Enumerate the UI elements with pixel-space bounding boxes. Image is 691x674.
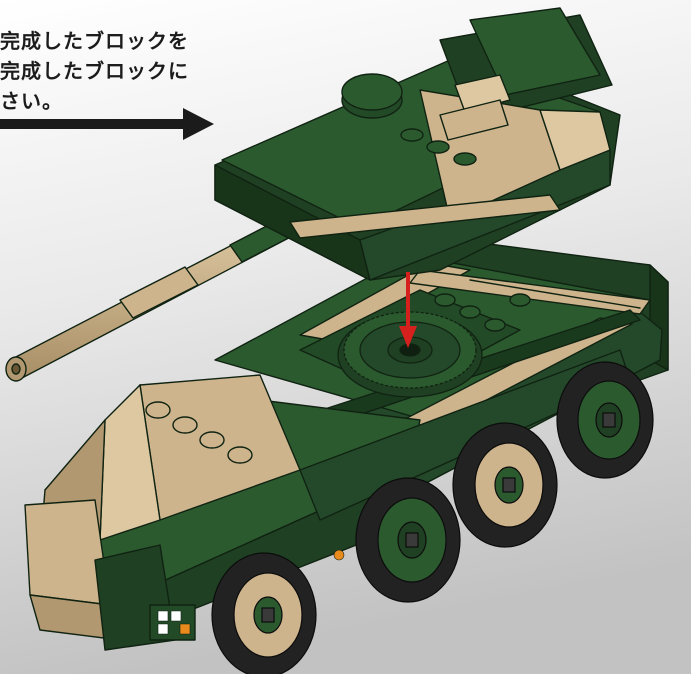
wheel-rear: [556, 361, 654, 479]
wheel-second: [355, 477, 461, 603]
attach-arrow-icon: [399, 272, 417, 348]
instruction-line-1: 完成したブロックを: [0, 29, 189, 53]
hull: [24, 234, 669, 651]
wheel-third: [452, 422, 558, 548]
wheel-front: [211, 552, 317, 674]
placement-arrow-icon: [0, 108, 214, 140]
instruction-line-2: 完成したブロックに: [0, 59, 189, 83]
assembly-instruction-text: 完成したブロックを 完成したブロックに さい。: [0, 26, 250, 116]
instruction-line-3: さい。: [0, 89, 63, 113]
wheels: [211, 361, 654, 674]
turret-ring: [337, 311, 483, 398]
turret: [5, 7, 621, 382]
